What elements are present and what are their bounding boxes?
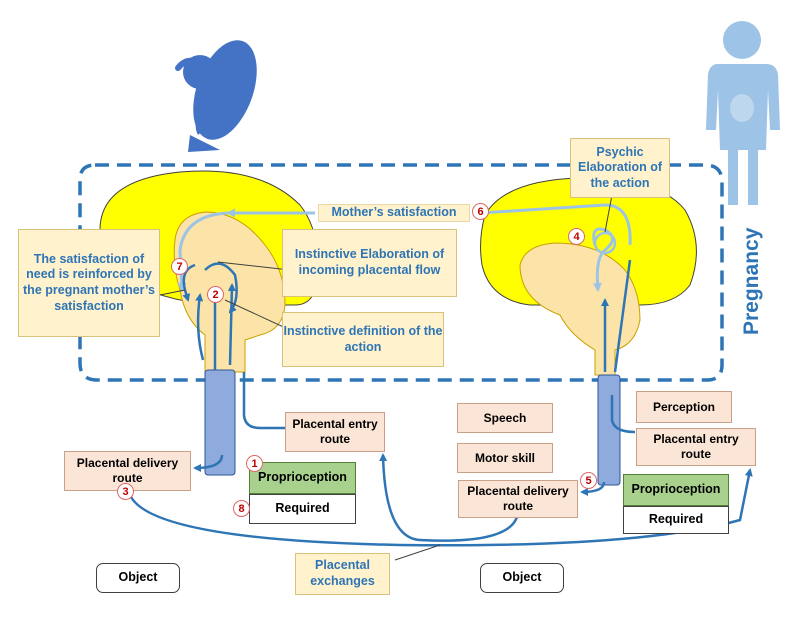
- required-right: Required: [623, 506, 729, 534]
- left-entry-line: [242, 372, 285, 430]
- psychic-elaboration-callout: Psychic Elaboration of the action: [570, 138, 670, 198]
- badge-2: 2: [207, 286, 224, 303]
- left-up-arrow-2: [227, 283, 236, 366]
- badge-3: 3: [117, 483, 134, 500]
- badge-7: 7: [171, 258, 188, 275]
- psychic-loop-arrow: [592, 227, 614, 292]
- pregnant-woman-icon: [706, 21, 780, 205]
- placental-delivery-route-left: Placental delivery route: [64, 451, 191, 491]
- proprioception-right: Proprioception: [623, 474, 729, 506]
- left-delivery-arrow: [193, 454, 224, 472]
- satisfaction-reinforced-callout: The satisfaction of need is reinforced b…: [18, 229, 160, 337]
- mothers-satisfaction-label: Mother’s satisfaction: [318, 204, 470, 222]
- psychic-circle: [593, 231, 617, 255]
- pregnancy-label: Pregnancy: [740, 227, 763, 335]
- fetus-icon: [175, 40, 257, 152]
- object-left: Object: [96, 563, 180, 593]
- pointer-reinforced: [159, 289, 186, 296]
- right-entry-line: [610, 395, 636, 434]
- right-line: [613, 259, 632, 373]
- exchange-curve-right-to-left: [379, 453, 520, 542]
- satisfaction-down-arrow: [177, 211, 229, 292]
- placental-entry-route-left: Placental entry route: [285, 412, 385, 452]
- right-delivery-arrow: [580, 481, 606, 496]
- instinctive-definition-callout: Instinctive definition of the action: [282, 312, 444, 367]
- pointer-exchanges: [394, 544, 441, 561]
- badge-1: 1: [246, 455, 263, 472]
- badge-4: 4: [568, 228, 585, 245]
- pregnancy-dashed-frame: [78, 163, 724, 382]
- proprioception-left: Proprioception: [249, 462, 356, 494]
- required-left: Required: [249, 494, 356, 524]
- motor-skill-box: Motor skill: [457, 443, 553, 473]
- mothers-satisfaction-arrow: [228, 203, 632, 246]
- badge-5: 5: [580, 472, 597, 489]
- speech-box: Speech: [457, 403, 553, 433]
- pointer-definition: [224, 299, 291, 331]
- instinctive-elaboration-callout: Instinctive Elaboration of incoming plac…: [282, 229, 457, 297]
- placental-delivery-route-right: Placental delivery route: [458, 480, 578, 518]
- badge-8: 8: [233, 500, 250, 517]
- placental-entry-route-right: Placental entry route: [636, 428, 756, 466]
- pointer-elaboration: [217, 261, 291, 271]
- pointer-psychic: [604, 194, 613, 233]
- perception-box: Perception: [636, 391, 732, 423]
- placental-exchanges-callout: Placental exchanges: [295, 553, 390, 595]
- badge-6: 6: [472, 203, 489, 220]
- left-up-arrow-3: [195, 293, 205, 361]
- object-right: Object: [480, 563, 564, 593]
